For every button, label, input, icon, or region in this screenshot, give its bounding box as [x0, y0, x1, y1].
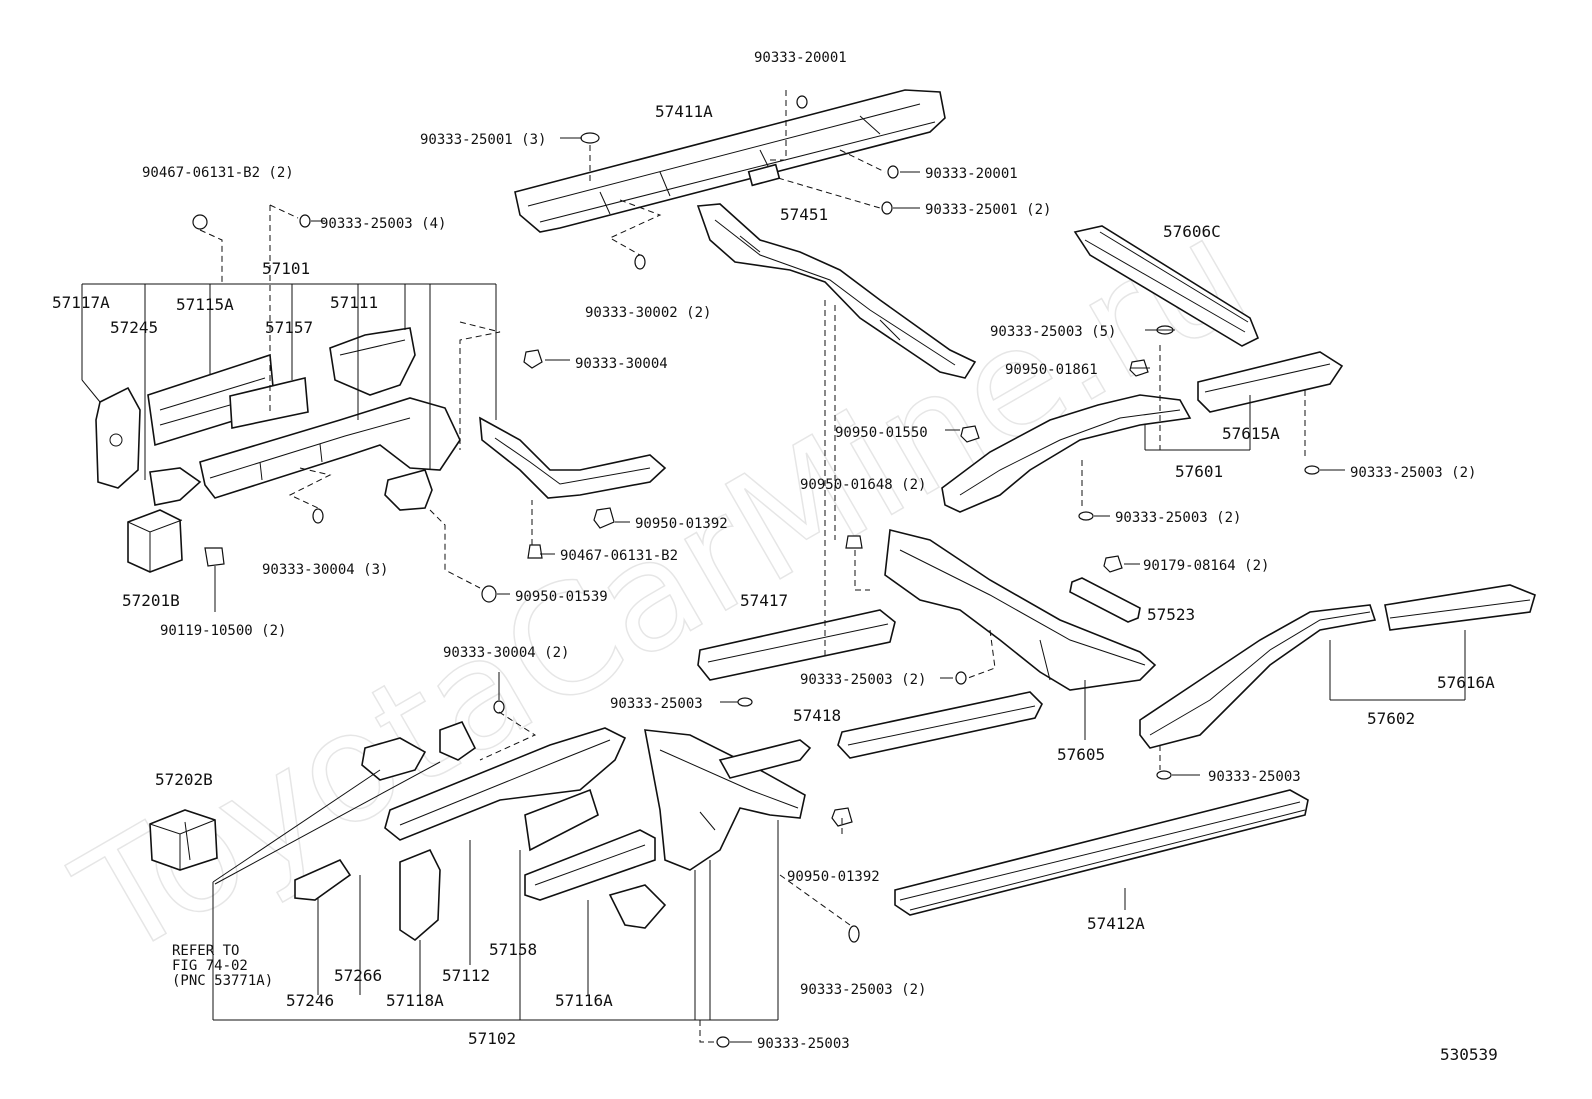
label-90333-25003-c: 90333-25003: [757, 1036, 850, 1052]
part-57117A: [95, 386, 141, 489]
part-57158: [524, 788, 599, 852]
part-57101-rail: [199, 397, 461, 499]
label-90333-25003-2-right: 90333-25003 (2): [1350, 465, 1476, 481]
label-90333-25003-5: 90333-25003 (5): [990, 324, 1116, 340]
part-57615A: [1197, 351, 1344, 413]
part-57266-bracket: [361, 737, 427, 781]
label-57266: 57266: [334, 966, 382, 985]
part-57417: [697, 609, 896, 681]
note-line-3: (PNC 53771A): [172, 973, 273, 989]
figure-number: 530539: [1440, 1045, 1498, 1064]
note-line-1: REFER TO: [172, 943, 239, 959]
label-57111: 57111: [330, 293, 378, 312]
label-57158: 57158: [489, 940, 537, 959]
note-line-2: FIG 74-02: [172, 958, 248, 974]
label-57616A: 57616A: [1437, 673, 1495, 692]
label-57201B: 57201B: [122, 591, 180, 610]
label-57101: 57101: [262, 259, 310, 278]
label-90333-30004: 90333-30004: [575, 356, 668, 372]
label-57157: 57157: [265, 318, 313, 337]
label-90467-06131-B2-2: 90467-06131-B2 (2): [142, 165, 294, 181]
part-57606C: [1073, 225, 1260, 347]
label-90333-20001-right: 90333-20001: [925, 166, 1018, 182]
label-57417: 57417: [740, 591, 788, 610]
part-bracket-57112: [439, 721, 477, 761]
label-90333-25003-2-bottom: 90333-25003 (2): [800, 982, 926, 998]
label-90333-25003-a: 90333-25003: [610, 696, 703, 712]
label-57112: 57112: [442, 966, 490, 985]
part-57411A: [514, 89, 946, 233]
part-90119-10500-bolt: [204, 547, 225, 612]
label-57115A: 57115A: [176, 295, 234, 314]
part-57418: [837, 691, 1043, 759]
label-90333-25001-3: 90333-25001 (3): [420, 132, 546, 148]
part-57451: [696, 203, 977, 379]
part-57201B: [127, 509, 183, 573]
label-90333-25003-2-mid: 90333-25003 (2): [1115, 510, 1241, 526]
part-57116A: [524, 829, 656, 901]
label-90950-01539: 90950-01539: [515, 589, 608, 605]
label-57523: 57523: [1147, 605, 1195, 624]
label-90333-20001-top: 90333-20001: [754, 50, 847, 66]
label-90119-10500-2: 90119-10500 (2): [160, 623, 286, 639]
label-90333-25001-2: 90333-25001 (2): [925, 202, 1051, 218]
label-90950-01392-top: 90950-01392: [635, 516, 728, 532]
part-57523: [1069, 577, 1141, 623]
label-57418: 57418: [793, 706, 841, 725]
part-57245: [149, 467, 202, 506]
label-90333-25003-4: 90333-25003 (4): [320, 216, 446, 232]
label-90179-08164-2: 90179-08164 (2): [1143, 558, 1269, 574]
label-57116A: 57116A: [555, 991, 613, 1010]
label-57411A: 57411A: [655, 102, 713, 121]
label-90950-01550: 90950-01550: [835, 425, 928, 441]
label-57245: 57245: [110, 318, 158, 337]
part-57605: [884, 529, 1157, 691]
part-57111: [329, 327, 416, 396]
label-90333-30004-2: 90333-30004 (2): [443, 645, 569, 661]
label-90333-25003-2-center: 90333-25003 (2): [800, 672, 926, 688]
leader-lines: [81, 90, 1466, 1043]
part-bracket-center: [384, 469, 433, 511]
part-apron-rail: [479, 416, 667, 499]
label-57102: 57102: [468, 1029, 516, 1048]
label-57601: 57601: [1175, 462, 1223, 481]
label-57451: 57451: [780, 205, 828, 224]
part-57118A: [399, 848, 441, 942]
part-labels: 90333-20001 57411A 90333-25001 (3) 90333…: [52, 50, 1498, 1064]
label-57117A: 57117A: [52, 293, 110, 312]
part-57246: [294, 858, 352, 901]
part-57616A: [1384, 584, 1536, 631]
label-90333-25003-b: 90333-25003: [1208, 769, 1301, 785]
label-57605: 57605: [1057, 745, 1105, 764]
part-57601: [941, 394, 1192, 513]
part-57112-rail: [384, 727, 627, 841]
part-57602: [1139, 604, 1377, 749]
label-57246: 57246: [286, 991, 334, 1010]
part-57412A: [894, 789, 1309, 916]
part-bracket-57116A: [608, 884, 667, 929]
label-90950-01648-2: 90950-01648 (2): [800, 477, 926, 493]
label-57412A: 57412A: [1087, 914, 1145, 933]
label-57602: 57602: [1367, 709, 1415, 728]
label-57615A: 57615A: [1222, 424, 1280, 443]
part-right-apron-rail: [718, 739, 812, 779]
label-57202B: 57202B: [155, 770, 213, 789]
label-90950-01392-bottom: 90950-01392: [787, 869, 880, 885]
label-57606C: 57606C: [1163, 222, 1221, 241]
label-90950-01861: 90950-01861: [1005, 362, 1098, 378]
label-90333-30002-2: 90333-30002 (2): [585, 305, 711, 321]
part-57157: [229, 377, 309, 429]
label-90333-30004-3: 90333-30004 (3): [262, 562, 388, 578]
label-90467-06131-B2: 90467-06131-B2: [560, 548, 678, 564]
label-57118A: 57118A: [386, 991, 444, 1010]
part-57202B: [149, 809, 218, 871]
